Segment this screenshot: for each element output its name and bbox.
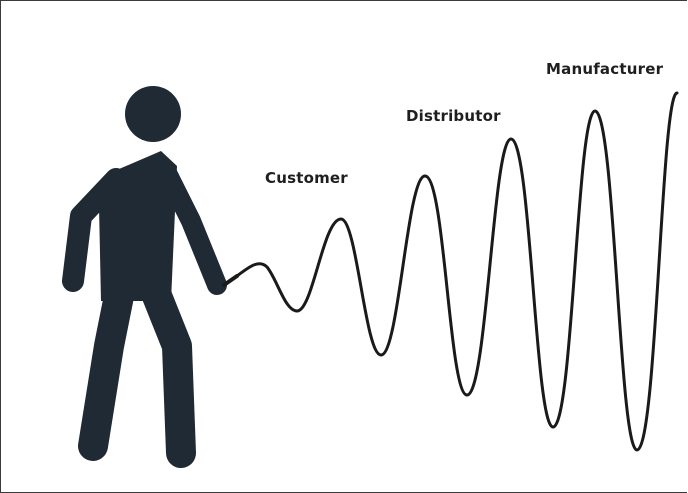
bullwhip-wave [235,91,679,452]
person-icon [62,86,227,468]
distributor-label: Distributor [406,107,501,125]
customer-label: Customer [265,169,348,187]
manufacturer-label: Manufacturer [546,60,664,78]
whip-handle [222,274,239,287]
